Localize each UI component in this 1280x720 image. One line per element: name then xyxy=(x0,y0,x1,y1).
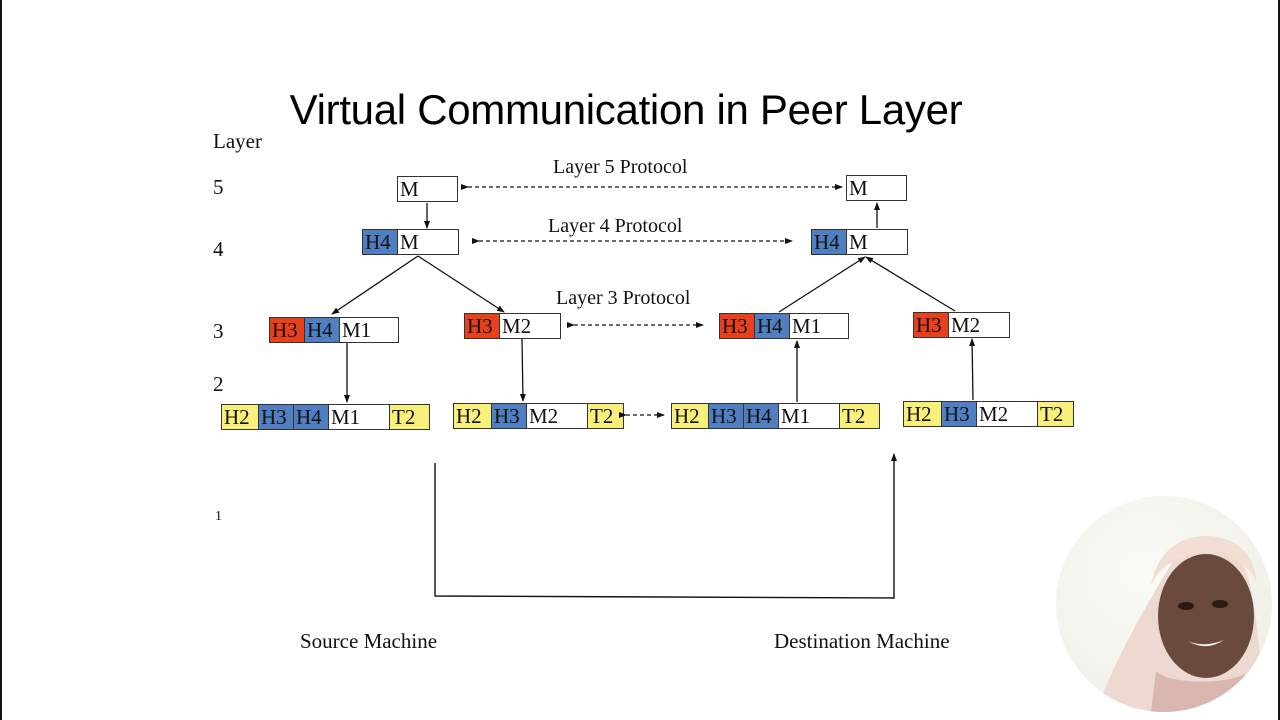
layer-number-3: 3 xyxy=(213,319,224,343)
pdu-segment-h2: H2 xyxy=(904,402,942,426)
pdu-segment-m2: M2 xyxy=(527,404,588,428)
slide-border-right xyxy=(1278,0,1280,720)
pdu-segment-m: M xyxy=(398,177,457,201)
pdu-segment-m1: M1 xyxy=(340,318,398,342)
slide-title: Virtual Communication in Peer Layer xyxy=(289,86,963,133)
pdu-segment-h4: H4 xyxy=(294,405,329,429)
layer-number-1: 1 xyxy=(215,509,222,524)
pdu-segment-h3: H3 xyxy=(465,314,500,338)
layer-number-4: 4 xyxy=(213,237,224,261)
pdu-segment-h4: H4 xyxy=(363,230,398,254)
slide-border-left xyxy=(0,0,2,720)
presenter-avatar-icon xyxy=(1096,536,1271,712)
pdu-source-layer5: M xyxy=(397,176,458,202)
pdu-segment-m: M xyxy=(847,230,907,254)
pdu-segment-t2: T2 xyxy=(1038,402,1073,426)
pdu-segment-h4: H4 xyxy=(305,318,340,342)
pdu-segment-h3: H3 xyxy=(914,313,949,337)
pdu-segment-m2: M2 xyxy=(500,314,560,338)
pdu-segment-h4: H4 xyxy=(744,404,779,428)
pdu-segment-h4: H4 xyxy=(812,230,847,254)
layer-number-2: 2 xyxy=(213,372,224,396)
pdu-segment-h3: H3 xyxy=(709,404,744,428)
source-machine-label: Source Machine xyxy=(300,629,438,653)
source-3b-to-2b-arrow xyxy=(519,338,526,402)
pdu-segment-h2: H2 xyxy=(672,404,709,428)
dest-3a-to-4-arrow xyxy=(778,256,866,313)
pdu-segment-m1: M1 xyxy=(790,314,848,338)
pdu-segment-h2: H2 xyxy=(222,405,259,429)
layer-axis-label: Layer xyxy=(213,129,262,153)
destination-machine-label: Destination Machine xyxy=(774,629,950,653)
presenter-webcam xyxy=(1056,496,1272,712)
layer-number-5: 5 xyxy=(213,175,224,199)
pdu-segment-t2: T2 xyxy=(840,404,879,428)
pdu-segment-m2: M2 xyxy=(977,402,1038,426)
pdu-segment-m: M xyxy=(847,176,906,200)
pdu-segment-h3: H3 xyxy=(720,314,755,338)
pdu-segment-h3: H3 xyxy=(270,318,305,342)
protocol-label-layer5: Layer 5 Protocol xyxy=(553,156,688,178)
pdu-segment-m1: M1 xyxy=(329,405,390,429)
pdu-segment-h3: H3 xyxy=(942,402,977,426)
pdu-destination-layer5: M xyxy=(846,175,907,201)
pdu-segment-t2: T2 xyxy=(588,404,623,428)
protocol-label-layer4: Layer 4 Protocol xyxy=(548,215,683,237)
dest-2b-to-3b-arrow xyxy=(969,338,976,401)
dest-3b-to-4-arrow xyxy=(865,256,956,312)
source-4-to-3b-arrow xyxy=(417,255,505,313)
pdu-segment-h2: H2 xyxy=(454,404,492,428)
pdu-segment-h4: H4 xyxy=(755,314,790,338)
pdu-segment-h3: H3 xyxy=(259,405,294,429)
physical-medium-path xyxy=(434,453,897,599)
pdu-segment-h3: H3 xyxy=(492,404,527,428)
pdu-segment-m2: M2 xyxy=(949,313,1009,337)
protocol-label-layer3: Layer 3 Protocol xyxy=(556,287,691,309)
pdu-segment-m1: M1 xyxy=(779,404,840,428)
source-4-to-3a-arrow xyxy=(331,255,419,315)
pdu-segment-m: M xyxy=(398,230,458,254)
pdu-segment-t2: T2 xyxy=(390,405,429,429)
